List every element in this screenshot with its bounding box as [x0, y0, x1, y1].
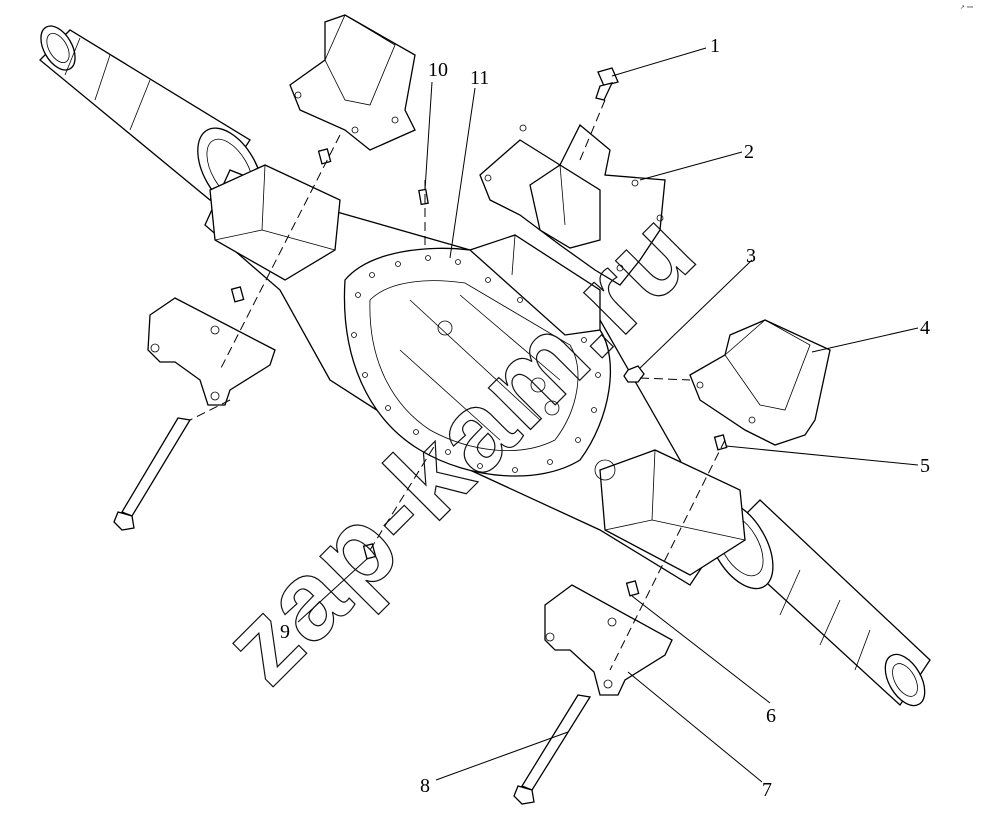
- assembly-lines: [189, 99, 726, 671]
- lower-plate-part-7: [544, 584, 673, 696]
- axle-housing: [204, 164, 746, 586]
- left-upper-seat: [289, 14, 416, 151]
- nut-part-3: [623, 365, 645, 383]
- bolt-part-1: [595, 67, 619, 101]
- top-bracket-part-2: [479, 123, 666, 286]
- callout-10: 10: [428, 59, 448, 81]
- callout-labels: 1 2 3 4 5 6 7 8 9 10 11: [280, 35, 930, 801]
- callout-1: 1: [710, 35, 720, 57]
- left-lower-plate: [147, 297, 276, 406]
- callout-9: 9: [280, 621, 290, 643]
- long-bolts: [113, 417, 592, 805]
- callout-11: 11: [470, 67, 489, 89]
- leader-lines: [297, 47, 919, 783]
- flange-bolt-holes: [351, 255, 601, 473]
- upper-seat-part-4: [689, 319, 831, 446]
- callout-4: 4: [920, 317, 930, 339]
- callout-7: 7: [762, 779, 772, 801]
- corner-mark: ↗ ≈≈: [960, 5, 974, 11]
- callout-3: 3: [746, 245, 756, 267]
- callout-2: 2: [744, 141, 754, 163]
- callout-8: 8: [420, 775, 430, 797]
- bushings: [230, 148, 728, 597]
- callout-6: 6: [766, 705, 776, 727]
- callout-5: 5: [920, 455, 930, 477]
